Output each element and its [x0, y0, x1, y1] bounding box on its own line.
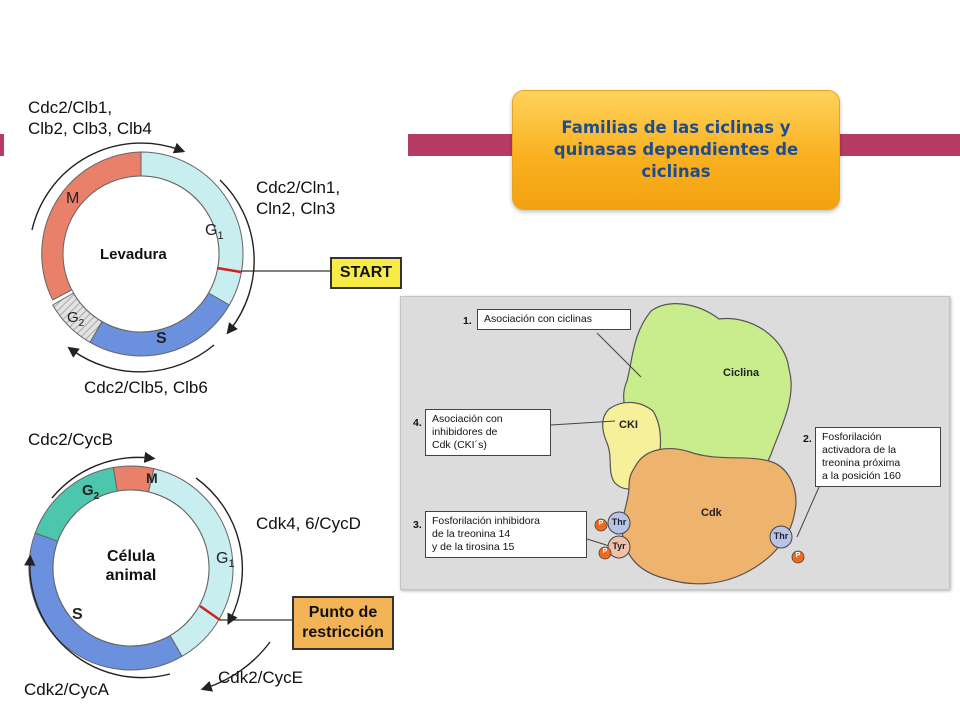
- yeast-phase-g2-label: G2: [67, 309, 84, 329]
- yeast-phase-g2-letter: G: [67, 309, 79, 326]
- callout-3-line1: Fosforilación inhibidora: [432, 515, 540, 527]
- restriction-mark: [199, 604, 221, 622]
- animal-phase-s-label: S: [72, 606, 83, 623]
- yeast-phase-g1-label: G1: [205, 222, 224, 242]
- callout-3-line2: de la treonina 14: [432, 528, 511, 540]
- callout-3-line3: y de la tirosina 15: [432, 541, 515, 553]
- tyr15-phosphate-circle: [598, 546, 612, 560]
- callout-2-number: 2.: [803, 433, 812, 445]
- yeast-phase-s-label: S: [156, 330, 167, 347]
- page-title: Familias de las ciclinas y quinasas depe…: [553, 118, 799, 181]
- animal-arrow-bottom-right: [200, 641, 271, 692]
- cdk-regulation-panel: 1. Asociación con ciclinas 4. Asociación…: [400, 296, 950, 590]
- callout-2-line4: a la posición 160: [822, 470, 901, 482]
- animal-label-right: Cdk4, 6/CycD: [256, 514, 361, 533]
- callout-2-line3: treonina próxima: [822, 457, 901, 469]
- thr160-label: Thr: [773, 531, 789, 541]
- callout-3: Fosforilación inhibidora de la treonina …: [425, 511, 587, 558]
- thr160-phosphate-label: P: [795, 552, 801, 559]
- yeast-phase-g1-sub: 1: [217, 230, 224, 243]
- yeast-arrow-bottom: [67, 344, 215, 373]
- restriction-label-line1: Punto de: [308, 604, 378, 621]
- animal-phase-g2-letter: G: [82, 482, 94, 499]
- thr160-circle: [769, 525, 793, 549]
- callout-1-number: 1.: [463, 315, 472, 327]
- thr14-phosphate-label: P: [598, 520, 604, 527]
- animal-phase-m-label: M: [146, 470, 158, 486]
- cdk-label: Cdk: [701, 507, 722, 519]
- tyr15-phosphate-label: P: [602, 548, 608, 555]
- start-checkpoint-label: START: [339, 264, 393, 281]
- yeast-label-right-line1: Cdc2/Cln1,: [256, 178, 341, 197]
- restriction-label-line2: restricción: [302, 624, 384, 641]
- restriction-checkpoint-box: Punto de restricción: [292, 596, 394, 650]
- ciclina-label: Ciclina: [723, 367, 760, 379]
- cdk-shape: [621, 448, 797, 585]
- yeast-phase-g2-sub: 2: [78, 318, 85, 329]
- thr14-phosphate-circle: [594, 518, 608, 532]
- yeast-label-top-line1: Cdc2/Clb1,: [28, 98, 113, 117]
- yeast-arrow-top: [31, 142, 186, 231]
- yeast-label-right-line2: Cln2, Cln3: [256, 199, 336, 218]
- thr160-phosphate-circle: [791, 550, 805, 564]
- decorative-band-left: [0, 134, 4, 156]
- leader-line-1: [596, 332, 642, 378]
- leader-line-4: [550, 420, 616, 426]
- title-box: Familias de las ciclinas y quinasas depe…: [512, 90, 840, 210]
- animal-center-label: Célula animal: [96, 547, 166, 585]
- tyr15-circle: [607, 535, 631, 559]
- callout-2-line1: Fosforilación: [822, 431, 882, 443]
- animal-phase-g2-label: G2: [82, 482, 99, 502]
- animal-label-bottom-right: Cdk2/CycE: [218, 668, 304, 687]
- animal-phase-g1-letter: G: [216, 550, 229, 567]
- animal-arrow-right: [195, 477, 244, 625]
- yeast-start-mark: [216, 266, 242, 274]
- animal-phase-g2-sub: 2: [93, 491, 100, 502]
- tyr15-label: Tyr: [612, 541, 626, 551]
- animal-cycle-graphic: [24, 451, 292, 692]
- start-checkpoint-box: START: [330, 257, 402, 289]
- callout-4-number: 4.: [413, 417, 422, 429]
- yeast-label-top-line2: Clb2, Clb3, Clb4: [28, 119, 152, 138]
- callout-1-text: Asociación con ciclinas: [484, 313, 592, 325]
- callout-3-number: 3.: [413, 519, 422, 531]
- cdk-regulation-graphic: [550, 303, 820, 585]
- cki-label: CKI: [619, 419, 638, 431]
- animal-center-label-line1: Célula: [106, 548, 155, 565]
- animal-phase-g1-label: G1: [216, 550, 235, 570]
- thr14-label: Thr: [611, 517, 627, 527]
- callout-2-line2: activadora de la: [822, 444, 897, 456]
- callout-4-line3: Cdk (CKI´s): [432, 439, 487, 451]
- leader-line-2: [796, 486, 820, 538]
- callout-1: Asociación con ciclinas: [477, 309, 631, 330]
- yeast-cycle-diagram: Cdc2/Clb1, Clb2, Clb3, Clb4 Cdc2/Cln1, C…: [0, 0, 402, 410]
- animal-arrow-top: [51, 451, 156, 499]
- yeast-center-label: Levadura: [100, 246, 167, 263]
- animal-cycle-diagram: Cdc2/CycB Cdk4, 6/CycD Cdk2/CycA Cdk2/Cy…: [0, 410, 400, 720]
- yeast-cycle-graphic: [31, 142, 330, 373]
- callout-4-line1: Asociación con: [432, 413, 503, 425]
- yeast-label-bottom: Cdc2/Clb5, Clb6: [84, 378, 208, 397]
- animal-phase-g1-sub: 1: [228, 558, 235, 571]
- animal-arrow-bottom-left: [24, 554, 171, 679]
- animal-label-top: Cdc2/CycB: [28, 430, 114, 449]
- yeast-phase-m-label: M: [66, 190, 80, 207]
- animal-center-label-line2: animal: [105, 567, 157, 584]
- callout-4-line2: inhibidores de: [432, 426, 498, 438]
- thr14-circle: [607, 511, 631, 535]
- yeast-phase-g1-letter: G: [205, 222, 218, 239]
- animal-label-bottom-left: Cdk2/CycA: [24, 680, 110, 699]
- callout-4: Asociación con inhibidores de Cdk (CKI´s…: [425, 409, 551, 456]
- callout-2: Fosforilación activadora de la treonina …: [815, 427, 941, 487]
- yeast-arrow-right: [219, 179, 255, 335]
